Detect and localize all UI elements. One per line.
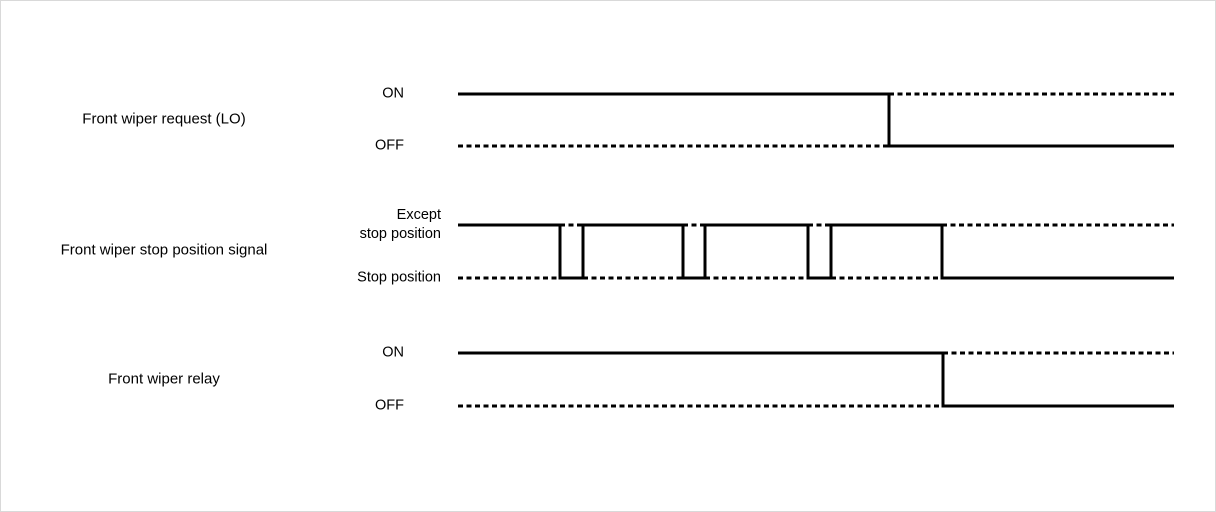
level-label-high-front-wiper-request-lo: ON (382, 85, 404, 102)
level-label-low-front-wiper-request-lo: OFF (375, 137, 404, 154)
signal-name-front-wiper-stop-position-signal: Front wiper stop position signal (60, 241, 268, 259)
level-label-high-front-wiper-relay: ON (382, 344, 404, 361)
level-label-low-front-wiper-relay: OFF (375, 397, 404, 414)
signal-name-front-wiper-request-lo: Front wiper request (LO) (82, 110, 246, 128)
level-label-low-front-wiper-stop-position-signal: Stop position (357, 269, 441, 286)
signal-name-front-wiper-relay: Front wiper relay (108, 370, 220, 388)
waveform-front-wiper-relay (458, 351, 1174, 408)
waveform-front-wiper-request-lo (458, 92, 1174, 148)
waveform-front-wiper-stop-position-signal (458, 223, 1174, 280)
